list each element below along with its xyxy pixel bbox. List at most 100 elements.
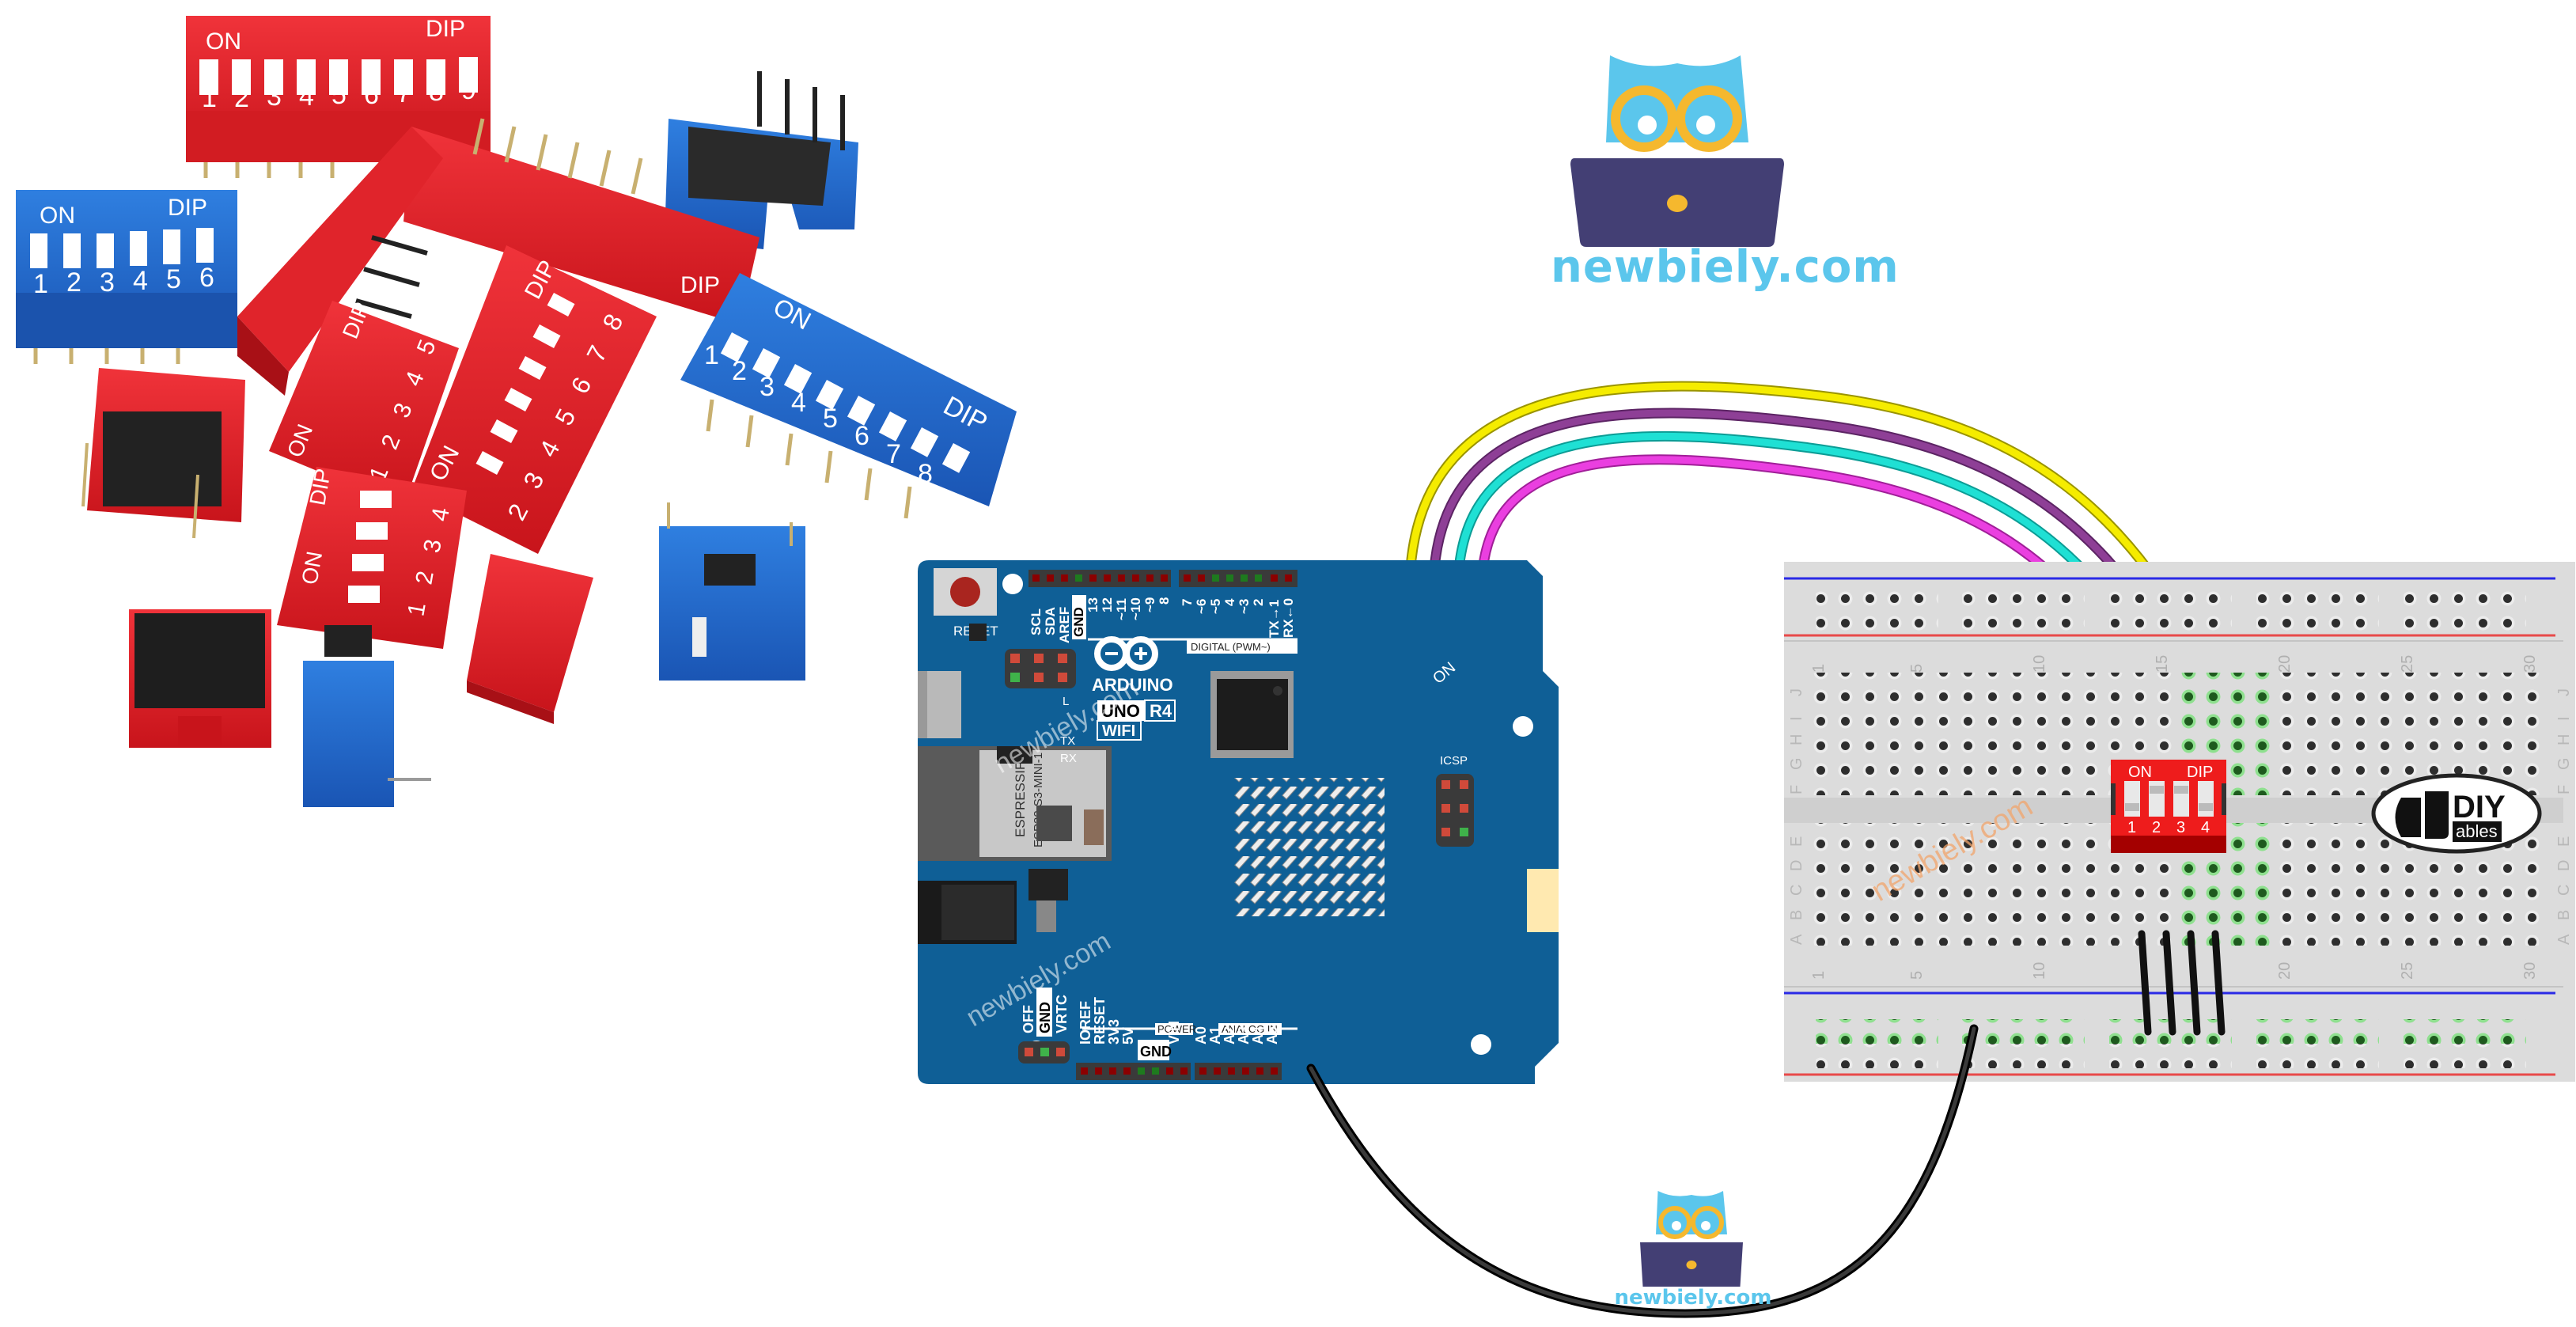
svg-text:1: 1 bbox=[403, 601, 430, 618]
svg-text:15: 15 bbox=[2154, 655, 2171, 673]
dip-lever-3[interactable] bbox=[2173, 781, 2189, 817]
svg-text:L: L bbox=[1063, 695, 1069, 708]
svg-text:4: 4 bbox=[299, 82, 314, 112]
dip-blue-single bbox=[659, 502, 805, 681]
svg-text:4: 4 bbox=[426, 506, 454, 523]
svg-text:E: E bbox=[1788, 836, 1805, 847]
svg-text:C: C bbox=[1788, 885, 1805, 896]
svg-text:1: 1 bbox=[704, 340, 719, 370]
svg-text:J: J bbox=[2555, 688, 2573, 696]
icsp-header-left bbox=[1005, 649, 1076, 688]
svg-text:3: 3 bbox=[2176, 819, 2185, 836]
svg-text:VIN: VIN bbox=[1166, 1021, 1182, 1045]
svg-text:A0: A0 bbox=[1193, 1026, 1209, 1045]
svg-text:5: 5 bbox=[1908, 971, 1926, 980]
svg-text:I: I bbox=[2555, 716, 2573, 721]
owl-laptop-icon bbox=[1640, 1191, 1743, 1287]
svg-text:TX→1: TX→1 bbox=[1267, 600, 1282, 638]
svg-text:A1: A1 bbox=[1207, 1026, 1223, 1045]
svg-text:7: 7 bbox=[1180, 599, 1195, 606]
svg-text:6: 6 bbox=[199, 263, 214, 293]
svg-text:GND: GND bbox=[1037, 1002, 1053, 1033]
svg-text:3: 3 bbox=[100, 267, 115, 298]
svg-text:1: 1 bbox=[2127, 819, 2136, 836]
svg-text:G: G bbox=[2555, 757, 2573, 770]
svg-text:4: 4 bbox=[2201, 819, 2210, 836]
svg-text:2: 2 bbox=[2152, 819, 2161, 836]
svg-text:3: 3 bbox=[267, 82, 282, 112]
svg-text:7: 7 bbox=[396, 78, 411, 108]
svg-text:4: 4 bbox=[1222, 598, 1237, 606]
svg-text:RX: RX bbox=[1060, 752, 1077, 765]
svg-text:4: 4 bbox=[791, 388, 806, 418]
svg-text:A5: A5 bbox=[1264, 1026, 1280, 1045]
dip-blue-single-lower bbox=[303, 661, 431, 807]
dip-lever-2[interactable] bbox=[2149, 781, 2165, 817]
svg-text:ESPRESSIF: ESPRESSIF bbox=[1013, 762, 1028, 837]
svg-text:ON: ON bbox=[40, 203, 75, 229]
header-digital-right bbox=[1179, 570, 1297, 587]
svg-text:J: J bbox=[1788, 688, 1805, 696]
svg-text:G: G bbox=[1788, 757, 1805, 770]
svg-text:F: F bbox=[2555, 785, 2573, 794]
svg-text:H: H bbox=[1788, 734, 1805, 745]
svg-text:8: 8 bbox=[429, 77, 444, 107]
svg-text:~6: ~6 bbox=[1194, 599, 1209, 614]
svg-text:POWER: POWER bbox=[1157, 1023, 1196, 1035]
svg-text:12: 12 bbox=[1100, 597, 1115, 612]
dip-lever-4[interactable] bbox=[2198, 781, 2214, 817]
svg-text:3: 3 bbox=[419, 537, 446, 555]
svg-text:8: 8 bbox=[918, 459, 933, 489]
svg-text:4: 4 bbox=[133, 266, 148, 296]
svg-text:SCL: SCL bbox=[1029, 609, 1044, 635]
svg-text:RX←0: RX←0 bbox=[1281, 598, 1296, 638]
svg-text:WIFI: WIFI bbox=[1102, 722, 1135, 740]
svg-text:A4: A4 bbox=[1250, 1026, 1266, 1045]
svg-text:DIP: DIP bbox=[680, 272, 720, 298]
svg-text:ICSP: ICSP bbox=[1440, 754, 1468, 768]
svg-text:B: B bbox=[2555, 910, 2573, 920]
icsp-header-right bbox=[1436, 774, 1474, 847]
svg-text:H: H bbox=[2555, 734, 2573, 745]
svg-text:25: 25 bbox=[2399, 655, 2416, 673]
owl-laptop-icon bbox=[1570, 55, 1784, 247]
svg-text:~9: ~9 bbox=[1142, 597, 1157, 612]
svg-text:2: 2 bbox=[66, 267, 81, 298]
svg-text:2: 2 bbox=[1251, 599, 1266, 606]
svg-text:1: 1 bbox=[202, 83, 217, 113]
svg-text:5: 5 bbox=[1908, 664, 1926, 673]
svg-text:C: C bbox=[2555, 885, 2573, 896]
svg-text:IOREF: IOREF bbox=[1078, 1001, 1093, 1045]
svg-text:13: 13 bbox=[1085, 597, 1100, 612]
svg-text:DIP: DIP bbox=[426, 16, 465, 42]
svg-text:B: B bbox=[1788, 910, 1805, 920]
led-matrix bbox=[1234, 778, 1385, 916]
svg-text:AREF: AREF bbox=[1057, 607, 1072, 643]
svg-text:R4: R4 bbox=[1150, 701, 1172, 721]
svg-text:2: 2 bbox=[732, 356, 747, 386]
svg-text:VRTC: VRTC bbox=[1054, 995, 1070, 1033]
arduino-uno-r4-wifi: RESET ESPRESSIF ESP32-S3-MINI-1 SCL SDA … bbox=[918, 560, 1559, 1084]
svg-text:30: 30 bbox=[2521, 962, 2539, 980]
svg-text:9: 9 bbox=[461, 75, 476, 105]
svg-text:5V: 5V bbox=[1120, 1027, 1136, 1045]
arduino-logo-icon bbox=[1094, 636, 1158, 671]
svg-text:TX: TX bbox=[1060, 734, 1075, 748]
dip-lever-1[interactable] bbox=[2124, 781, 2140, 817]
svg-text:GND: GND bbox=[1140, 1044, 1172, 1060]
dip-switch-4way[interactable]: ON DIP 1 2 3 4 bbox=[2111, 760, 2226, 853]
svg-text:~3: ~3 bbox=[1237, 599, 1252, 614]
dip-red-single-left-bottom bbox=[129, 609, 271, 748]
dip-blue-4way-back bbox=[665, 71, 858, 273]
svg-text:8: 8 bbox=[1157, 597, 1172, 605]
svg-text:DIGITAL (PWM~): DIGITAL (PWM~) bbox=[1191, 641, 1271, 653]
svg-text:2: 2 bbox=[411, 569, 438, 586]
svg-text:6: 6 bbox=[364, 80, 379, 110]
svg-text:OFF: OFF bbox=[1021, 1005, 1036, 1033]
svg-text:~11: ~11 bbox=[1114, 598, 1129, 620]
svg-text:ON: ON bbox=[206, 28, 241, 55]
svg-text:UNO: UNO bbox=[1101, 701, 1140, 721]
